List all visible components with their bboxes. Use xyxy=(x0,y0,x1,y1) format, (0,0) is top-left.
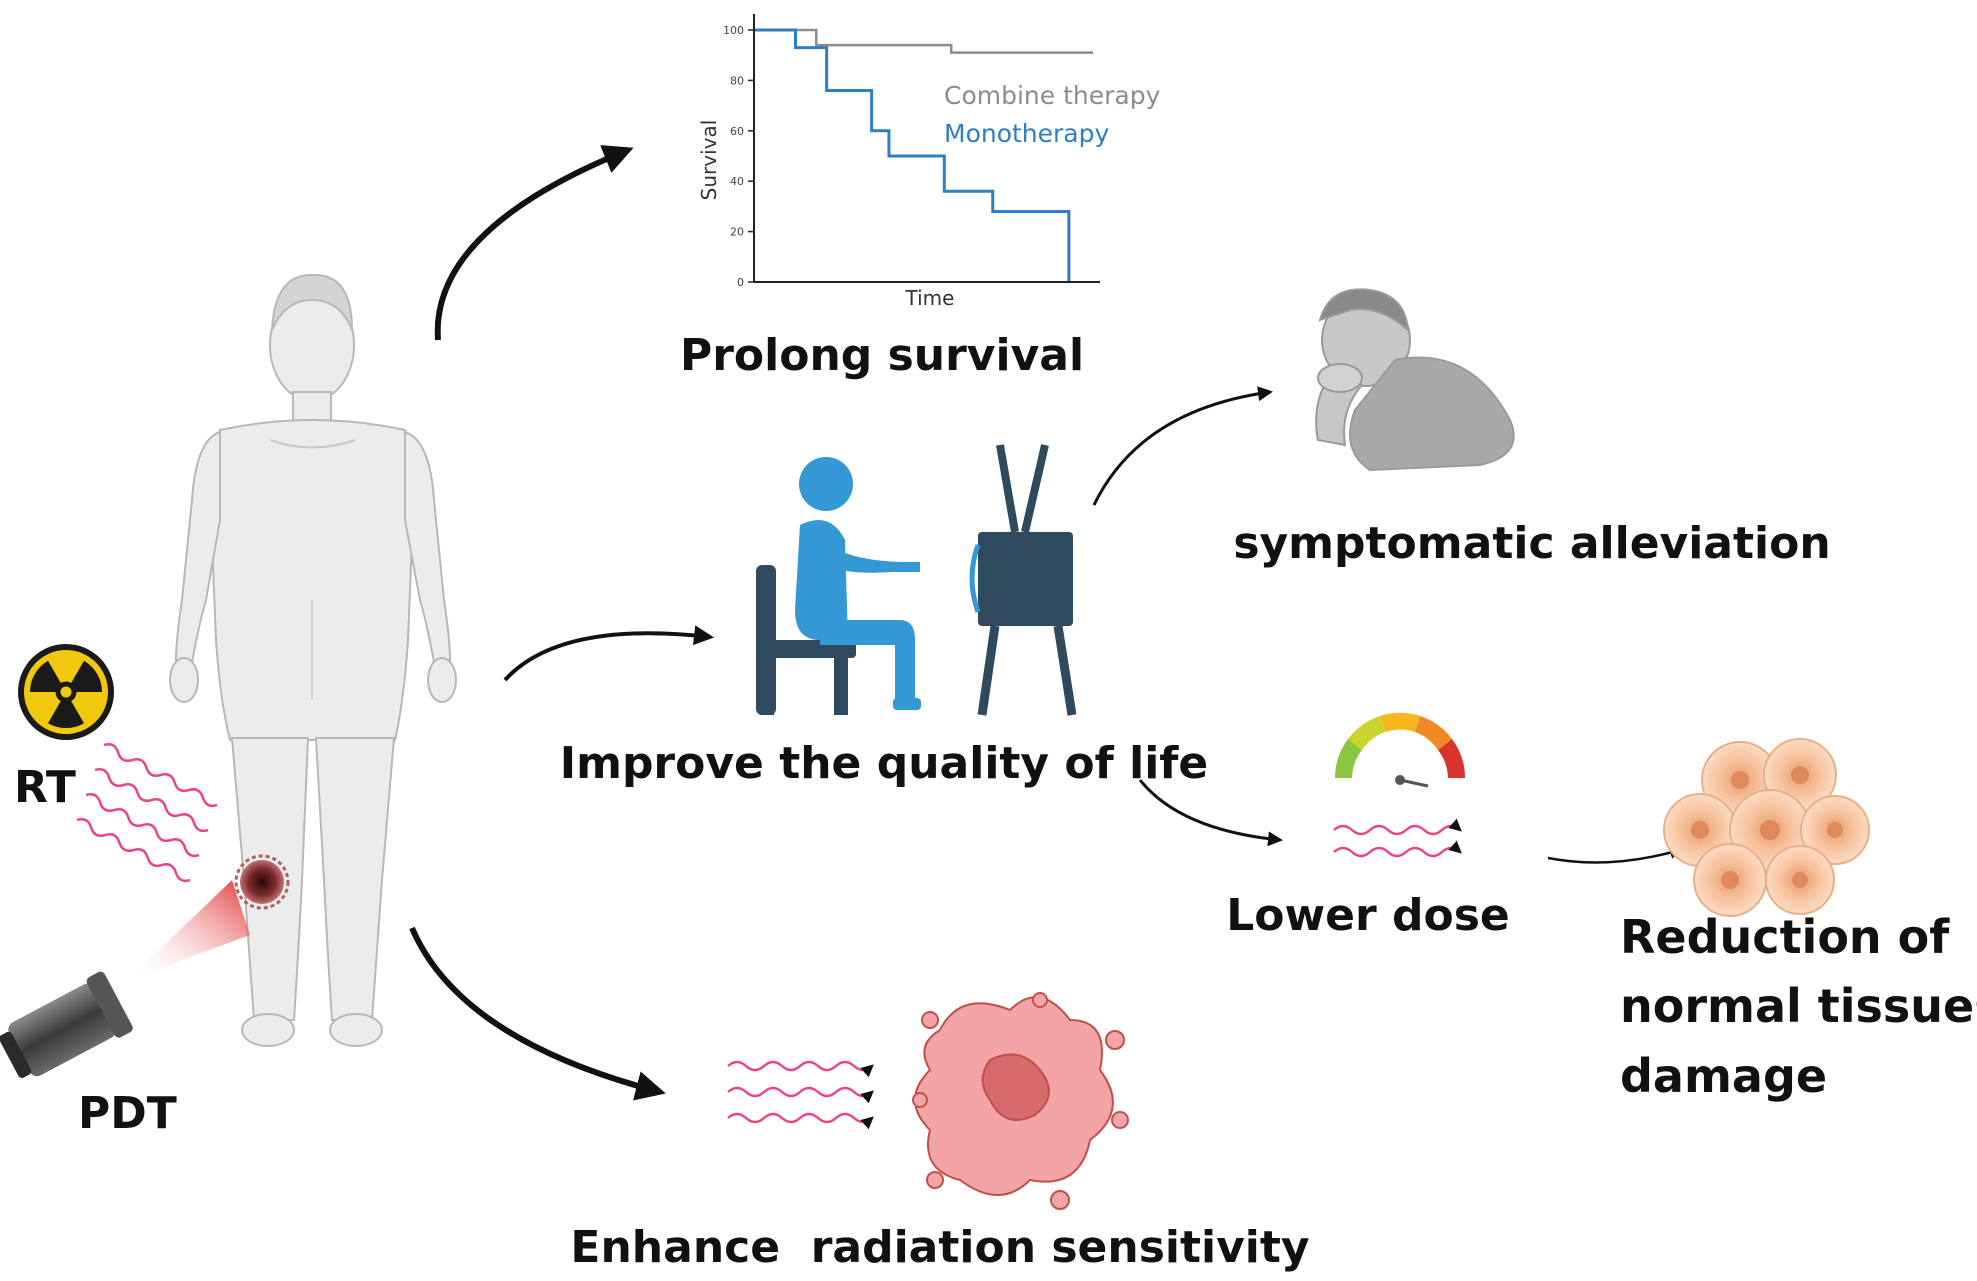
series-line-monotherapy xyxy=(754,28,1071,282)
y-axis-title: Survival xyxy=(697,120,721,201)
quality-of-life-label: Improve the quality of life xyxy=(560,738,1209,789)
lower-dose-label: Lower dose xyxy=(1226,890,1510,941)
laser-beam xyxy=(128,880,250,980)
arrow-to-survival xyxy=(434,145,634,341)
cell-cluster-icon xyxy=(1663,738,1870,917)
legend-monotherapy: Monotherapy xyxy=(944,119,1110,148)
lower-dose-wave-icon xyxy=(1333,818,1462,858)
y-tick-label: 20 xyxy=(730,226,744,239)
tumor-tissue-icon xyxy=(912,992,1129,1210)
x-axis-title: Time xyxy=(905,286,955,310)
sick-person-icon xyxy=(1315,288,1515,472)
y-tick-label: 0 xyxy=(737,276,744,289)
reduction-label-line-1: Reduction of xyxy=(1620,910,1950,964)
y-tick-label: 80 xyxy=(730,74,744,87)
laser-device-icon xyxy=(0,971,133,1078)
arrow-to-quality-of-life xyxy=(503,625,714,682)
y-tick-label: 40 xyxy=(730,175,744,188)
y-tick-label: 100 xyxy=(723,24,744,37)
legend-combine-therapy: Combine therapy xyxy=(944,81,1161,110)
series-line-combine-therapy xyxy=(754,28,1094,54)
rt-label: RT xyxy=(14,762,76,813)
reduction-label-line-3: damage xyxy=(1620,1049,1827,1103)
dose-gauge-icon xyxy=(1335,712,1465,788)
radiation-icon xyxy=(18,644,114,740)
prolong-survival-label: Prolong survival xyxy=(680,330,1084,381)
tumor-icon xyxy=(234,854,290,910)
arrow-to-symptomatic xyxy=(1092,386,1273,506)
survival-chart: 0 20 40 60 80 100 Time Survival Combine thera… xyxy=(697,14,1161,310)
radiation-wave-icon xyxy=(76,742,218,883)
y-tick-label: 60 xyxy=(730,125,744,138)
person-watching-tv-icon xyxy=(756,444,1077,716)
symptomatic-alleviation-label: symptomatic alleviation xyxy=(1233,518,1830,569)
arrow-to-radiation-sensitivity xyxy=(409,926,666,1101)
arrows xyxy=(409,145,1683,1101)
reduction-label: Reduction of normal tissues damage xyxy=(1620,910,1977,1103)
pdt-label: PDT xyxy=(78,1088,177,1139)
radiation-sensitivity-label: Enhance radiation sensitivity xyxy=(570,1222,1309,1273)
sensitivity-wave-icon xyxy=(727,1060,874,1130)
arrow-to-lower-dose xyxy=(1138,779,1283,847)
arrow-to-reduction xyxy=(1547,846,1683,864)
reduction-label-line-2: normal tissues xyxy=(1620,979,1977,1033)
